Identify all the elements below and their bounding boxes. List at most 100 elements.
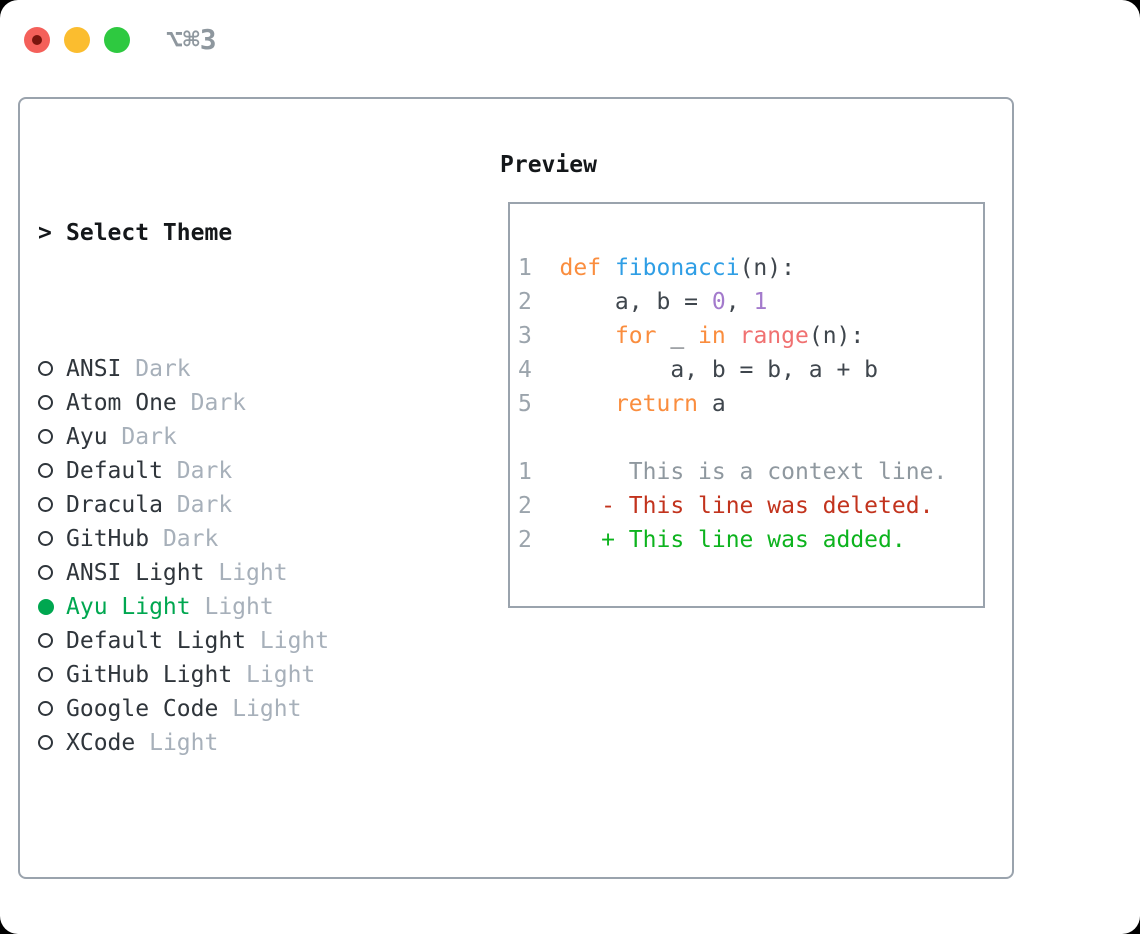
theme-item[interactable]: ANSI Dark xyxy=(38,352,426,386)
radio-circle xyxy=(38,531,53,546)
theme-item[interactable]: Dracula Dark xyxy=(38,488,426,522)
radio-circle xyxy=(38,667,53,682)
option-variant: Dark xyxy=(162,526,219,552)
preview-title: Preview xyxy=(500,152,597,178)
diff-line-deleted: 2 - This line was deleted. xyxy=(518,489,983,523)
option-variant: Dark xyxy=(121,424,177,450)
option-variant: Light xyxy=(204,594,274,620)
option-label: XCode xyxy=(66,730,136,756)
option-variant: Light xyxy=(149,730,219,756)
radio-circle xyxy=(38,361,53,376)
option-variant: Light xyxy=(218,560,288,586)
line-number: 5 xyxy=(518,391,560,417)
code-token xyxy=(726,323,740,349)
option-label: ANSI Light xyxy=(66,560,205,586)
radio-circle xyxy=(38,599,54,615)
option-label: Default Light xyxy=(66,628,247,654)
code-token: a, b = b, a + b xyxy=(559,357,879,383)
code-token: (n): xyxy=(739,255,795,281)
line-number: 2 xyxy=(518,527,560,553)
zoom-button-icon[interactable] xyxy=(104,27,130,53)
line-number: 1 xyxy=(518,255,560,281)
window-shortcut-label: ⌥⌘3 xyxy=(166,23,217,56)
code-line: 1 def fibonacci(n): xyxy=(518,251,983,285)
code-line: 2 a, b = 0, 1 xyxy=(518,285,983,319)
radio-circle xyxy=(38,735,53,750)
code-line: 5 return a xyxy=(518,387,983,421)
line-number: 1 xyxy=(518,459,560,485)
option-variant: Light xyxy=(232,696,302,722)
option-variant: Dark xyxy=(176,492,233,518)
code-token: , xyxy=(725,289,754,315)
radio-circle xyxy=(38,395,53,410)
option-label: GitHub xyxy=(66,526,150,552)
line-number: 2 xyxy=(518,493,560,519)
code-token: 1 xyxy=(753,289,768,315)
radio-circle xyxy=(38,497,53,512)
code-token: 0 xyxy=(711,289,726,315)
line-number: 3 xyxy=(518,323,560,349)
theme-item[interactable]: Atom One Dark xyxy=(38,386,426,420)
close-button-icon[interactable] xyxy=(24,27,50,53)
radio-circle xyxy=(38,565,53,580)
theme-item[interactable]: Ayu Dark xyxy=(38,420,426,454)
diff-text: This is a context line. xyxy=(559,459,948,485)
theme-item[interactable]: Ayu Light Light xyxy=(38,590,426,624)
option-variant: Light xyxy=(259,628,330,654)
code-token: a, b = xyxy=(559,289,712,315)
code-token: def xyxy=(559,255,602,281)
option-label: Google Code xyxy=(66,696,219,722)
code-token: in xyxy=(698,323,726,349)
code-token: return xyxy=(614,391,699,417)
theme-item[interactable]: GitHub Dark xyxy=(38,522,426,556)
theme-item[interactable]: ANSI Light Light xyxy=(38,556,426,590)
code-token xyxy=(601,255,615,281)
option-label: Ayu Light xyxy=(66,594,191,620)
theme-item[interactable]: XCode Light xyxy=(38,726,426,760)
code-token: _ xyxy=(656,323,699,349)
diff-text: + This line was added. xyxy=(559,527,906,553)
theme-item[interactable]: Google Code Light xyxy=(38,692,426,726)
option-label: Ayu xyxy=(66,424,108,450)
radio-circle xyxy=(38,701,53,716)
line-number: 4 xyxy=(518,357,560,383)
radio-circle xyxy=(38,463,53,478)
option-variant: Light xyxy=(246,662,316,688)
code-token: (n): xyxy=(808,323,865,349)
option-label: Default xyxy=(66,458,163,484)
code-token xyxy=(560,323,615,349)
code-token xyxy=(560,391,615,417)
code-token: range xyxy=(739,323,809,349)
option-label: ANSI xyxy=(66,356,122,382)
cursor-icon: > xyxy=(38,220,52,246)
code-line: 4 a, b = b, a + b xyxy=(518,353,983,387)
option-variant: Dark xyxy=(176,458,233,484)
option-variant: Dark xyxy=(135,356,191,382)
line-number: 2 xyxy=(518,289,560,315)
code-token: fibonacci xyxy=(614,255,740,281)
code-token: for xyxy=(614,323,657,349)
minimize-button-icon[interactable] xyxy=(64,27,90,53)
select-theme-header: > Select Theme xyxy=(38,216,426,250)
theme-item[interactable]: GitHub Light Light xyxy=(38,658,426,692)
diff-text: - This line was deleted. xyxy=(559,493,934,519)
option-variant: Dark xyxy=(190,390,247,416)
theme-item[interactable]: Default Dark xyxy=(38,454,426,488)
radio-circle xyxy=(38,633,53,648)
select-theme-title: Select Theme xyxy=(66,220,233,246)
radio-circle xyxy=(38,429,53,444)
diff-line-added: 2 + This line was added. xyxy=(518,523,983,557)
code-token: a xyxy=(698,391,726,417)
code-line: 3 for _ in range(n): xyxy=(518,319,983,353)
spacer xyxy=(518,421,983,455)
option-label: Atom One xyxy=(66,390,177,416)
spacer xyxy=(38,862,426,896)
option-label: GitHub Light xyxy=(66,662,233,688)
option-label: Dracula xyxy=(66,492,163,518)
theme-item[interactable]: Default Light Light xyxy=(38,624,426,658)
